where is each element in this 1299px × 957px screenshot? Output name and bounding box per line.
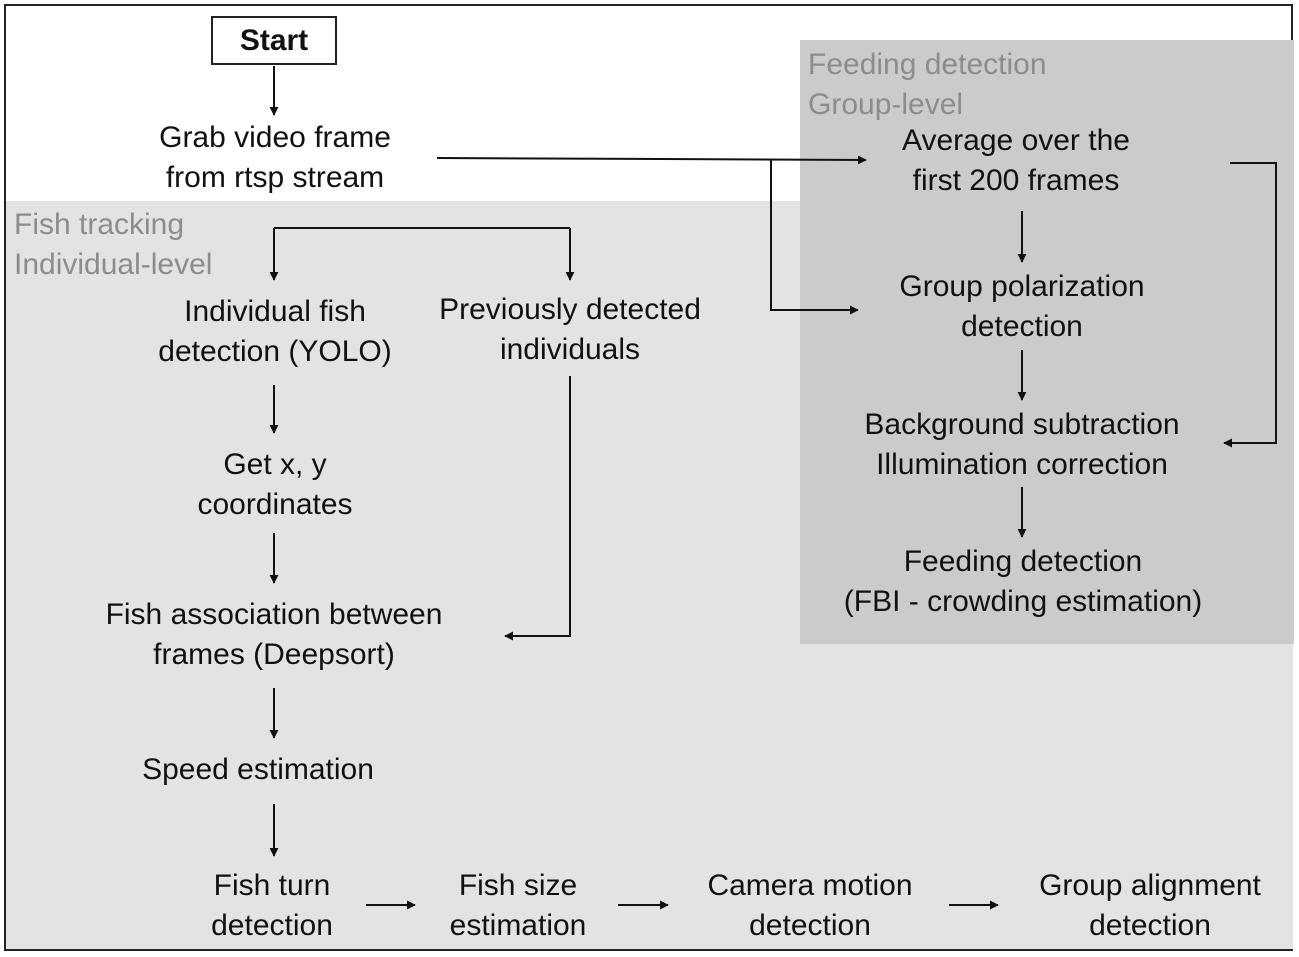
fish-turn-node: Fish turn detection: [211, 866, 333, 946]
speed-line-1: Speed estimation: [142, 753, 374, 786]
camera-motion-node: Camera motion detection: [707, 866, 912, 946]
feeding-region-subtitle: Group-level: [808, 88, 964, 121]
deepsort-line-1: Fish association between: [105, 598, 443, 631]
average-frames-node: Average over the first 200 frames: [902, 121, 1130, 201]
average-line-2: first 200 frames: [912, 164, 1120, 197]
feeding-detection-region: [800, 40, 1294, 644]
yolo-detection-node: Individual fish detection (YOLO): [158, 292, 391, 372]
arrow-previous-to-deepsort: [504, 376, 571, 641]
camera-line-1: Camera motion: [707, 869, 913, 902]
tracking-region-subtitle: Individual-level: [14, 248, 213, 281]
polarization-line-1: Group polarization: [899, 270, 1145, 303]
coords-line-1: Get x, y: [223, 448, 327, 481]
grab-frame-line-1: Grab video frame: [159, 121, 391, 154]
grab-frame-node: Grab video frame from rtsp stream: [159, 118, 391, 198]
grab-frame-line-2: from rtsp stream: [165, 161, 385, 194]
group-polarization-node: Group polarization detection: [899, 267, 1144, 347]
arrow-branch-to-polarization: [770, 160, 859, 315]
previous-line-2: individuals: [499, 333, 641, 366]
deepsort-line-2: frames (Deepsort): [153, 638, 395, 671]
turn-line-2: detection: [211, 909, 333, 942]
previous-individuals-node: Previously detected individuals: [439, 290, 701, 370]
arrow-grab-to-average: [436, 155, 867, 165]
alignment-line-1: Group alignment: [1039, 869, 1261, 902]
average-line-1: Average over the: [902, 124, 1130, 157]
coords-line-2: coordinates: [197, 488, 353, 521]
arrow-average-to-background: [1223, 162, 1277, 448]
size-line-1: Fish size: [458, 869, 578, 902]
background-line-2: Illumination correction: [876, 448, 1168, 481]
camera-line-2: detection: [749, 909, 871, 942]
feeding-line-2: (FBI - crowding estimation): [843, 585, 1203, 618]
speed-estimation-node: Speed estimation: [142, 750, 374, 790]
fish-size-node: Fish size estimation: [450, 866, 587, 946]
feeding-detection-node: Feeding detection (FBI - crowding estima…: [844, 542, 1202, 622]
turn-line-1: Fish turn: [213, 869, 331, 902]
coordinates-node: Get x, y coordinates: [197, 445, 352, 525]
size-line-2: estimation: [449, 909, 587, 942]
tracking-region-title: Fish tracking: [14, 208, 185, 241]
group-alignment-node: Group alignment detection: [1039, 866, 1261, 946]
yolo-line-1: Individual fish: [184, 295, 366, 328]
start-node: Start: [211, 16, 337, 65]
alignment-line-2: detection: [1089, 909, 1211, 942]
polarization-line-2: detection: [961, 310, 1083, 343]
feeding-region-title: Feeding detection: [808, 48, 1047, 81]
background-line-1: Background subtraction: [864, 408, 1180, 441]
previous-line-1: Previously detected: [439, 293, 701, 326]
yolo-line-2: detection (YOLO): [158, 335, 392, 368]
background-subtraction-node: Background subtraction Illumination corr…: [864, 405, 1179, 485]
feeding-line-1: Feeding detection: [903, 545, 1143, 578]
deepsort-node: Fish association between frames (Deepsor…: [106, 595, 443, 675]
